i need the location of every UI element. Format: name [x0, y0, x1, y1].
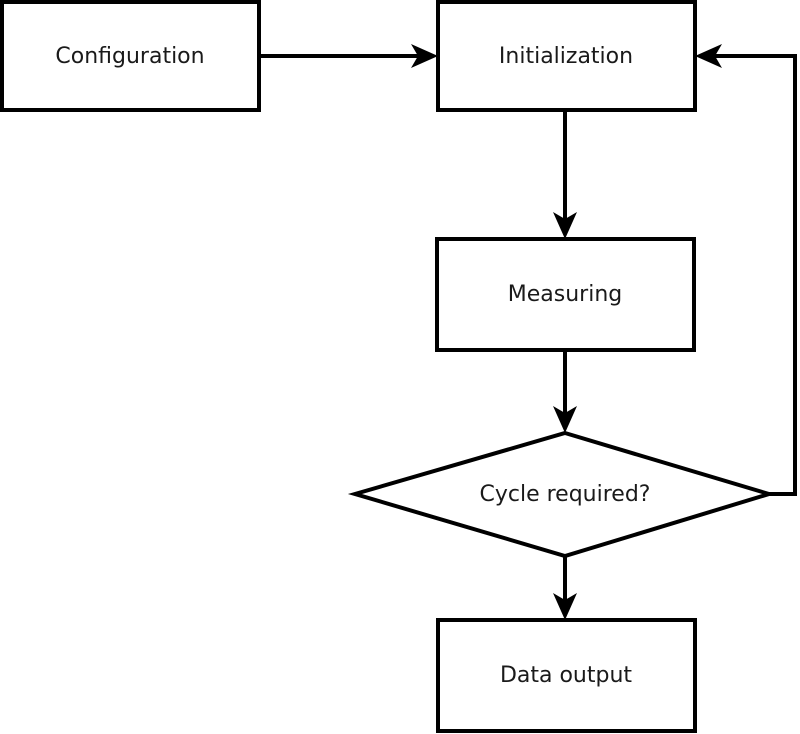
edge-measuring-to-cycle-required — [553, 350, 577, 433]
edge-line — [709, 54, 797, 496]
edge-cycle-required-to-data-output — [553, 556, 577, 620]
node-data-output-label: Data output — [500, 663, 632, 688]
edge-cycle-required-to-initialization-feedback — [695, 44, 797, 496]
node-cycle-required-diamond[interactable] — [347, 430, 776, 559]
node-measuring-box[interactable] — [435, 237, 696, 352]
node-configuration-box[interactable] — [0, 0, 261, 112]
arrow-head-left-icon — [695, 44, 722, 68]
arrow-head-down-icon — [553, 212, 577, 239]
node-measuring-label: Measuring — [508, 282, 622, 307]
node-configuration-label: Configuration — [55, 44, 204, 69]
node-cycle-required-label: Cycle required? — [480, 482, 651, 507]
edge-configuration-to-initialization — [259, 44, 438, 68]
arrow-head-down-icon — [553, 406, 577, 433]
node-configuration[interactable]: Configuration — [0, 0, 261, 112]
edge-initialization-to-measuring — [553, 110, 577, 239]
node-initialization-label: Initialization — [499, 44, 633, 69]
node-measuring[interactable]: Measuring — [435, 237, 696, 352]
arrow-head-down-icon — [553, 593, 577, 620]
node-data-output-box[interactable] — [436, 618, 697, 733]
node-data-output[interactable]: Data output — [436, 618, 697, 733]
arrow-head-right-icon — [411, 44, 438, 68]
node-cycle-required[interactable]: Cycle required? — [347, 430, 776, 559]
node-initialization-box[interactable] — [436, 0, 697, 112]
node-initialization[interactable]: Initialization — [436, 0, 697, 112]
